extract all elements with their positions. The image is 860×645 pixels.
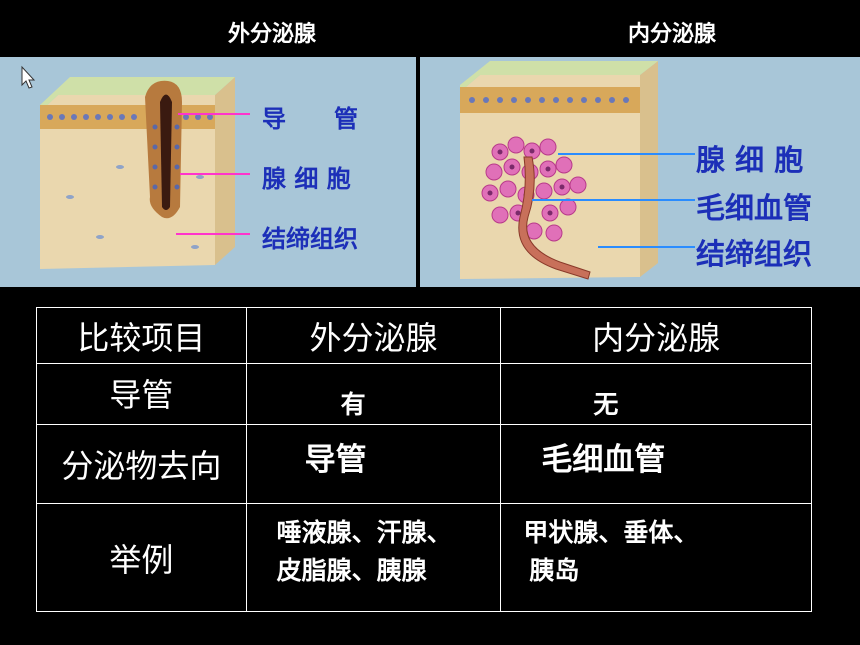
- example-line: 胰岛: [529, 555, 580, 585]
- column-header: 外分泌腺: [245, 307, 502, 364]
- example-line: 甲状腺、垂体、: [523, 517, 699, 547]
- label-connective-right: 结缔组织: [696, 237, 813, 271]
- mouse-cursor-icon: [21, 65, 36, 89]
- exocrine-diagram: 导 管 腺 细 胞 结缔组织: [0, 57, 416, 287]
- endocrine-header: 内分泌腺: [628, 22, 717, 47]
- row-header: 分泌物去向: [36, 424, 247, 504]
- table-row: 导管 有 无: [36, 363, 812, 425]
- row-header: 导管: [36, 363, 247, 425]
- table-cell: 甲状腺、垂体、 胰岛: [500, 503, 812, 612]
- example-line: 唾液腺、汗腺、: [276, 517, 452, 547]
- table-row: 分泌物去向 导管 毛细血管: [36, 424, 812, 504]
- row-header: 举例: [36, 503, 247, 612]
- table-cell: 有: [245, 363, 502, 425]
- table-cell: 无: [500, 363, 812, 425]
- endocrine-diagram: 腺 细 胞 毛细血管 结缔组织: [420, 57, 860, 287]
- label-gland-cell-right: 腺 细 胞: [696, 143, 804, 177]
- table-cell: 唾液腺、汗腺、 皮脂腺、胰腺: [245, 503, 502, 612]
- table-row: 举例 唾液腺、汗腺、 皮脂腺、胰腺 甲状腺、垂体、 胰岛: [36, 503, 812, 612]
- table-cell: 导管: [245, 424, 502, 504]
- comparison-table: 比较项目 外分泌腺 内分泌腺 导管 有 无 分泌物去向 导管 毛细血管 举例 唾…: [36, 307, 812, 612]
- endocrine-illustration: [460, 61, 695, 280]
- label-gland-cell-left: 腺 细 胞: [262, 165, 351, 193]
- column-header: 比较项目: [36, 307, 247, 364]
- exocrine-header: 外分泌腺: [228, 22, 317, 47]
- label-connective-left: 结缔组织: [262, 225, 358, 253]
- example-line: 皮脂腺、胰腺: [276, 555, 427, 585]
- label-capillary: 毛细血管: [696, 191, 813, 225]
- column-header: 内分泌腺: [500, 307, 812, 364]
- exocrine-illustration: [21, 65, 250, 269]
- label-duct: 导 管: [262, 105, 358, 133]
- table-cell: 毛细血管: [500, 424, 812, 504]
- table-header-row: 比较项目 外分泌腺 内分泌腺: [36, 307, 812, 364]
